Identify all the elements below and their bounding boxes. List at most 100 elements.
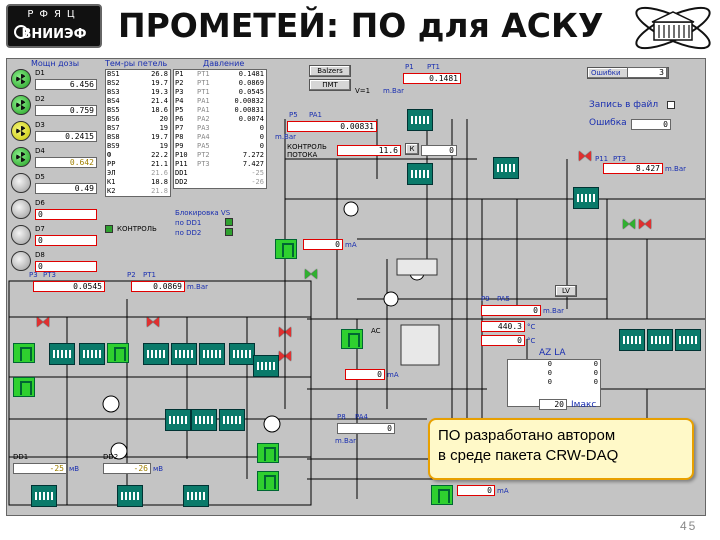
valve-vs55[interactable] <box>279 327 291 337</box>
p2-label: P2 <box>127 271 136 279</box>
pump-l12[interactable] <box>117 485 143 507</box>
p11-value: 8.427 <box>603 163 663 174</box>
az-la-label: AZ LA <box>539 348 566 358</box>
pump-l13[interactable] <box>183 485 209 507</box>
pump-l11[interactable] <box>31 485 57 507</box>
table-row: DD2-26 <box>175 178 264 186</box>
p5-label: P5 <box>289 111 298 119</box>
error-label: Ошибка <box>589 118 627 128</box>
p2-unit-label: m.Bar <box>187 283 209 291</box>
radiation-lamp-7 <box>11 225 31 245</box>
pt1-label-2: PT1 <box>143 271 156 279</box>
temperature-control-label: КОНТРОЛЬ <box>117 225 157 233</box>
radiation-value-2: 0.759 <box>35 105 97 116</box>
temperature-control-checkbox[interactable] <box>105 225 113 233</box>
p8-unit-label: m.Bar <box>335 437 357 445</box>
indicator-3 <box>13 377 35 397</box>
pump-l3[interactable] <box>143 343 169 365</box>
radiation-label-4: D4 <box>35 147 45 155</box>
radiation-value-1: 6.456 <box>35 79 97 90</box>
pump-l10[interactable] <box>219 409 245 431</box>
dd1-unit-label: мВ <box>69 465 80 473</box>
pump-l2[interactable] <box>79 343 105 365</box>
flow-value: 11.6 <box>337 145 401 156</box>
p3-value: 0.0545 <box>33 281 105 292</box>
valve-vs56[interactable] <box>279 351 291 361</box>
valve-vf24[interactable] <box>623 219 635 229</box>
pump-top-2[interactable] <box>407 163 433 185</box>
logo-emblem-icon <box>14 25 28 39</box>
indicator-5 <box>257 471 279 491</box>
pump-l9[interactable] <box>191 409 217 431</box>
write-to-file-checkbox[interactable] <box>667 101 675 109</box>
interlock-dd2-label: по DD2 <box>175 229 202 237</box>
pmt-button[interactable]: ПМТ <box>309 79 351 91</box>
pump-l7[interactable] <box>253 355 279 377</box>
ma-unit-3: mA <box>497 487 509 495</box>
pump-l5[interactable] <box>199 343 225 365</box>
radiation-lamp-5 <box>11 173 31 193</box>
ma-value-3: 0 <box>457 485 495 496</box>
valve-pd2[interactable] <box>147 317 159 327</box>
p11-unit-label: m.Bar <box>665 165 687 173</box>
errors-label: Ошибки <box>591 69 621 77</box>
p5-unit-label: m.Bar <box>275 133 297 141</box>
imax-label: Iмакс <box>571 400 597 410</box>
pump-bs1[interactable] <box>675 329 701 351</box>
pump-bs9[interactable] <box>647 329 673 351</box>
valve-vf22[interactable] <box>579 151 591 161</box>
radiation-value-6: 0 <box>35 209 97 220</box>
temp-value-1: 440.3 <box>481 321 525 332</box>
pa5-label: PA5 <box>497 295 511 303</box>
pump-top-1[interactable] <box>407 109 433 131</box>
valve-vf25[interactable] <box>639 219 651 229</box>
p5-value: 0.00831 <box>287 121 377 132</box>
radiation-value-7: 0 <box>35 235 97 246</box>
pump-l8[interactable] <box>165 409 191 431</box>
radiation-value-3: 0.2415 <box>35 131 97 142</box>
radiation-lamp-3 <box>11 121 31 141</box>
pump-bs8[interactable] <box>619 329 645 351</box>
author-callout: ПО разработано автором в среде пакета CR… <box>428 418 694 480</box>
errors-value: 3 <box>627 67 667 78</box>
indicator-1 <box>13 343 35 363</box>
v-unit-label: m.Bar <box>383 87 405 95</box>
write-to-file-label: Запись в файл <box>589 100 659 110</box>
imax-value: 20 <box>539 399 567 410</box>
radiation-icon <box>16 74 26 84</box>
lv-button[interactable]: LV <box>555 285 577 297</box>
radiation-lamp-2 <box>11 95 31 115</box>
indicator-8 <box>431 485 453 505</box>
pump-right[interactable] <box>573 187 599 209</box>
flow-k-button[interactable]: К <box>405 143 419 155</box>
indicator-4 <box>257 443 279 463</box>
balzers-button[interactable]: Balzers <box>309 65 351 77</box>
pump-l1[interactable] <box>49 343 75 365</box>
radiation-label-8: D8 <box>35 251 45 259</box>
pt3-label: PT3 <box>613 155 626 163</box>
interlock-dd1-checkbox[interactable] <box>225 218 233 226</box>
ma-unit-2: mA <box>387 371 399 379</box>
valve-vs1[interactable] <box>305 269 317 279</box>
pump-top-3[interactable] <box>493 157 519 179</box>
interlock-dd2-checkbox[interactable] <box>225 228 233 236</box>
valve-pd1[interactable] <box>37 317 49 327</box>
pump-l4[interactable] <box>171 343 197 365</box>
p1-label: P1 <box>405 63 414 71</box>
pump-l6[interactable] <box>229 343 255 365</box>
